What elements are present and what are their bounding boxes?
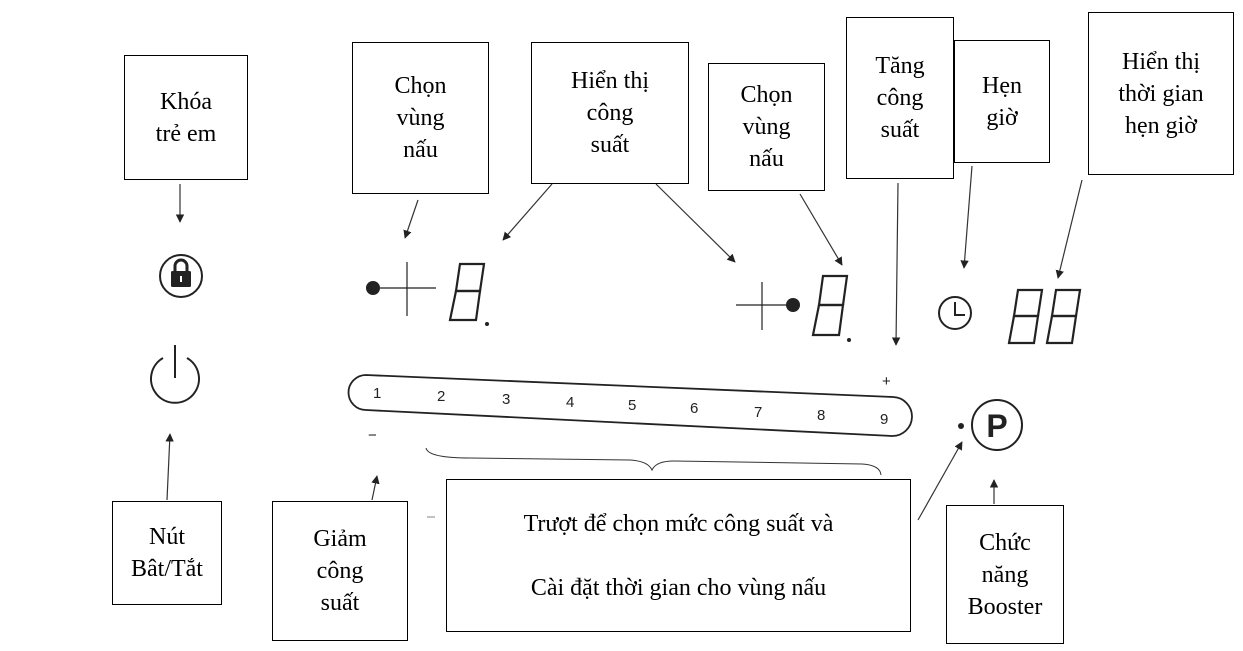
arrow-display-left xyxy=(502,183,553,241)
label-line: công xyxy=(586,100,634,126)
label-line: Giảm xyxy=(313,526,367,552)
slider-level: 2 xyxy=(437,388,445,405)
timer-display-label: Hiển thị thời gian hẹn giờ xyxy=(1088,12,1234,175)
arrow-zone-left xyxy=(403,199,419,239)
slider-level: 3 xyxy=(502,391,510,408)
arrow-booster-dot xyxy=(917,441,963,521)
label-line: Trượt để chọn mức công suất và xyxy=(523,510,834,537)
minus-sign: − xyxy=(368,427,377,444)
plus-sign: + xyxy=(882,373,891,390)
label-line: vùng xyxy=(396,105,445,131)
label-line: Nút xyxy=(149,524,185,550)
arrow-on-off xyxy=(165,433,174,501)
label-line: Hẹn xyxy=(982,72,1022,99)
label-line: suất xyxy=(590,132,630,158)
slider-level: 6 xyxy=(690,400,698,417)
label-line: Hiển thị xyxy=(571,68,649,94)
zone-select-right[interactable] xyxy=(736,282,800,330)
arrow-decrease xyxy=(371,475,380,501)
label-line: hẹn giờ xyxy=(1124,112,1197,139)
label-line: nấu xyxy=(749,146,784,172)
label-line: giờ xyxy=(986,104,1018,131)
label-line: suất xyxy=(880,117,920,143)
slider-level: 9 xyxy=(880,411,888,428)
label-line: Khóa xyxy=(160,88,212,115)
arrow-timer-display xyxy=(1055,179,1083,279)
on-off-label: Nút Bât/Tắt xyxy=(112,501,222,605)
arrows xyxy=(165,165,1083,521)
label-line: Chọn xyxy=(740,82,793,108)
lock-icon[interactable] xyxy=(159,254,203,298)
timer-label: Hẹn giờ xyxy=(954,40,1050,163)
zone-select-left-label: Chọn vùng nấu xyxy=(352,42,489,194)
power-display-right xyxy=(811,274,851,342)
slider-brace xyxy=(425,447,882,476)
label-line: công xyxy=(876,85,924,111)
power-decrease-label: Giảm công suất xyxy=(272,501,408,641)
slider-level: 7 xyxy=(754,404,762,421)
arrow-timer xyxy=(960,165,973,269)
label-line: Cài đặt thời gian cho vùng nấu xyxy=(530,574,827,601)
child-lock-label: Khóa trẻ em xyxy=(124,55,248,180)
timer-display xyxy=(1007,288,1082,345)
label-line: Booster xyxy=(967,593,1043,620)
label-line: Chọn xyxy=(394,73,447,99)
booster-key: P xyxy=(986,408,1007,444)
label-line: năng xyxy=(981,561,1029,588)
label-line: trẻ em xyxy=(155,120,217,147)
slider-label: Trượt để chọn mức công suất và Cài đặt t… xyxy=(446,479,911,632)
power-increase-label: Tăng công suất xyxy=(846,17,954,179)
slider-level: 1 xyxy=(373,385,381,402)
arrow-zone-right xyxy=(799,193,843,266)
label-line: Hiển thị xyxy=(1122,48,1200,75)
label-line: vùng xyxy=(742,114,791,140)
slider-level: 4 xyxy=(566,394,574,411)
slider-level: 8 xyxy=(817,407,825,424)
power-display-left xyxy=(448,262,489,326)
zone-select-left[interactable] xyxy=(366,262,436,316)
zone-select-right-label: Chọn vùng nấu xyxy=(708,63,825,191)
label-line: thời gian xyxy=(1118,80,1204,107)
label-line: công xyxy=(316,558,364,584)
arrow-increase xyxy=(891,182,901,346)
power-display-label: Hiển thị công suất xyxy=(531,42,689,184)
arrow-display-right xyxy=(655,183,736,263)
label-line: Tăng xyxy=(875,53,925,79)
label-line: nấu xyxy=(403,137,438,163)
power-icon[interactable] xyxy=(150,345,200,404)
booster-label: Chức năng Booster xyxy=(946,505,1064,644)
clock-icon[interactable] xyxy=(938,296,972,330)
label-line: suất xyxy=(320,590,360,616)
slider-level: 5 xyxy=(628,397,636,414)
label-line: Chức xyxy=(979,529,1031,556)
booster-button[interactable]: P xyxy=(958,399,1023,451)
power-slider[interactable]: 1 2 3 4 5 6 7 8 9 + − xyxy=(347,373,913,444)
label-line: Bât/Tắt xyxy=(131,556,203,582)
